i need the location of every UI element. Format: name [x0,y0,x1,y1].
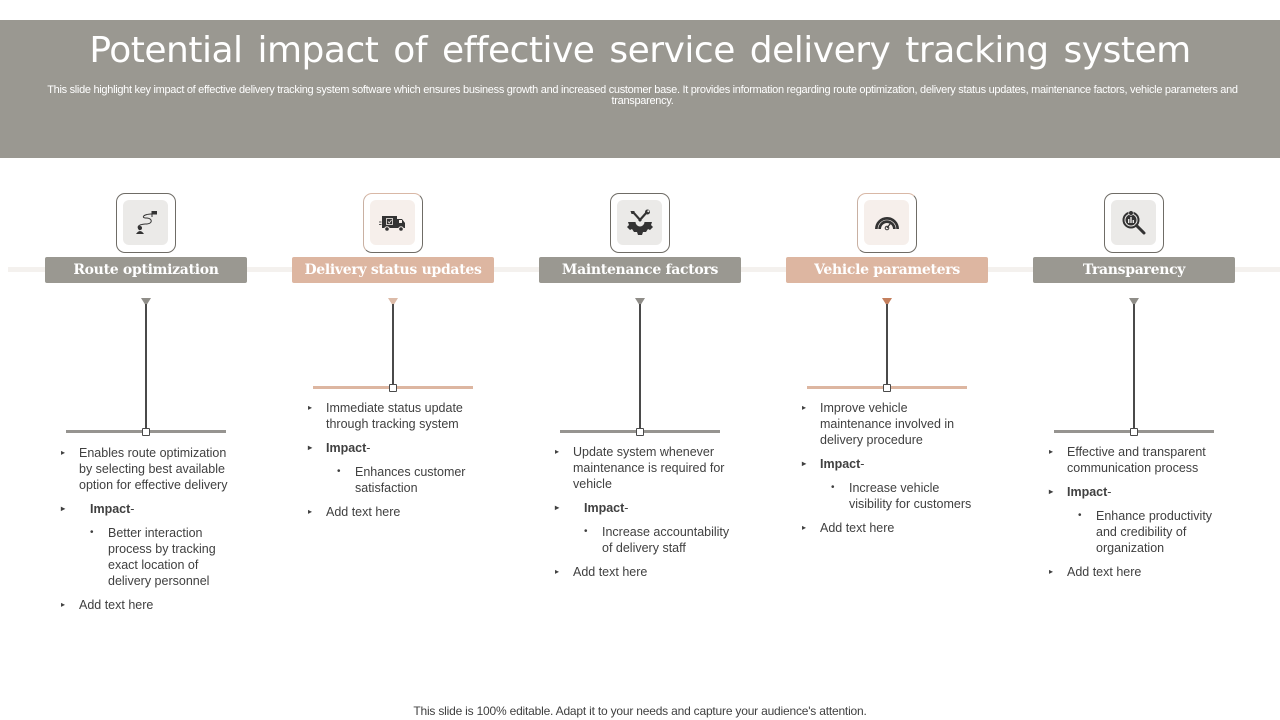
header-banner [0,20,1280,158]
icon-frame [363,193,423,253]
key-point: Effective and transparent communication … [1047,444,1227,476]
connector-node [883,384,891,392]
impact-heading: Impact- [59,501,239,517]
column-vehicle-parameters: Vehicle parameters Improve vehicle maint… [786,0,988,720]
down-arrow-icon [141,298,151,306]
add-text-placeholder[interactable]: Add text here [59,597,239,613]
key-point: Enables route optimization by selecting … [59,445,239,493]
key-point: Improve vehicle maintenance involved in … [800,400,980,448]
column-label: Delivery status updates [292,257,494,283]
column-label: Vehicle parameters [786,257,988,283]
icon-frame [610,193,670,253]
impact-detail: Increase vehicle visibility for customer… [800,480,980,512]
add-text-placeholder[interactable]: Add text here [1047,564,1227,580]
magnifier-chart-icon [1122,209,1145,234]
column-text: Enables route optimization by selecting … [59,445,239,621]
column-label: Route optimization [45,257,247,283]
connector-node [1130,428,1138,436]
connector-line [392,304,394,388]
page-subtitle: This slide highlight key impact of effec… [47,84,1238,107]
footer-note: This slide is 100% editable. Adapt it to… [413,704,867,718]
impact-heading: Impact- [553,500,733,516]
impact-heading: Impact- [1047,484,1227,500]
key-point: Immediate status update through tracking… [306,400,486,432]
column-delivery-status-updates: Delivery status updates Immediate status… [292,0,494,720]
connector-node [142,428,150,436]
connector-node [636,428,644,436]
impact-detail: Increase accountability of delivery staf… [553,524,733,556]
add-text-placeholder[interactable]: Add text here [306,504,486,520]
down-arrow-icon [1129,298,1139,306]
page-title: Potential impact of effective service de… [89,30,1191,71]
connector-node [389,384,397,392]
column-text: Improve vehicle maintenance involved in … [800,400,980,544]
down-arrow-icon [882,298,892,306]
impact-heading: Impact- [306,440,486,456]
impact-detail: Better interaction process by tracking e… [59,525,239,589]
icon-frame [116,193,176,253]
column-route-optimization: Route optimization Enables route optimiz… [45,0,247,720]
add-text-placeholder[interactable]: Add text here [553,564,733,580]
impact-detail: Enhance productivity and credibility of … [1047,508,1227,556]
connector-line [1133,304,1135,432]
column-text: Effective and transparent communication … [1047,444,1227,588]
delivery-truck-icon [378,215,405,232]
connector-line [639,304,641,432]
gear-wrench-icon [626,209,653,235]
icon-frame [1104,193,1164,253]
speedometer-icon [874,216,899,230]
column-text: Update system whenever maintenance is re… [553,444,733,588]
column-transparency: Transparency Effective and transparent c… [1033,0,1235,720]
connector-line [886,304,888,388]
column-label: Maintenance factors [539,257,741,283]
route-map-icon [135,210,157,234]
key-point: Update system whenever maintenance is re… [553,444,733,492]
column-label: Transparency [1033,257,1235,283]
impact-heading: Impact- [800,456,980,472]
connector-line [145,304,147,432]
column-text: Immediate status update through tracking… [306,400,486,528]
column-maintenance-factors: Maintenance factors Update system whenev… [539,0,741,720]
impact-detail: Enhances customer satisfaction [306,464,486,496]
add-text-placeholder[interactable]: Add text here [800,520,980,536]
icon-frame [857,193,917,253]
down-arrow-icon [635,298,645,306]
down-arrow-icon [388,298,398,306]
